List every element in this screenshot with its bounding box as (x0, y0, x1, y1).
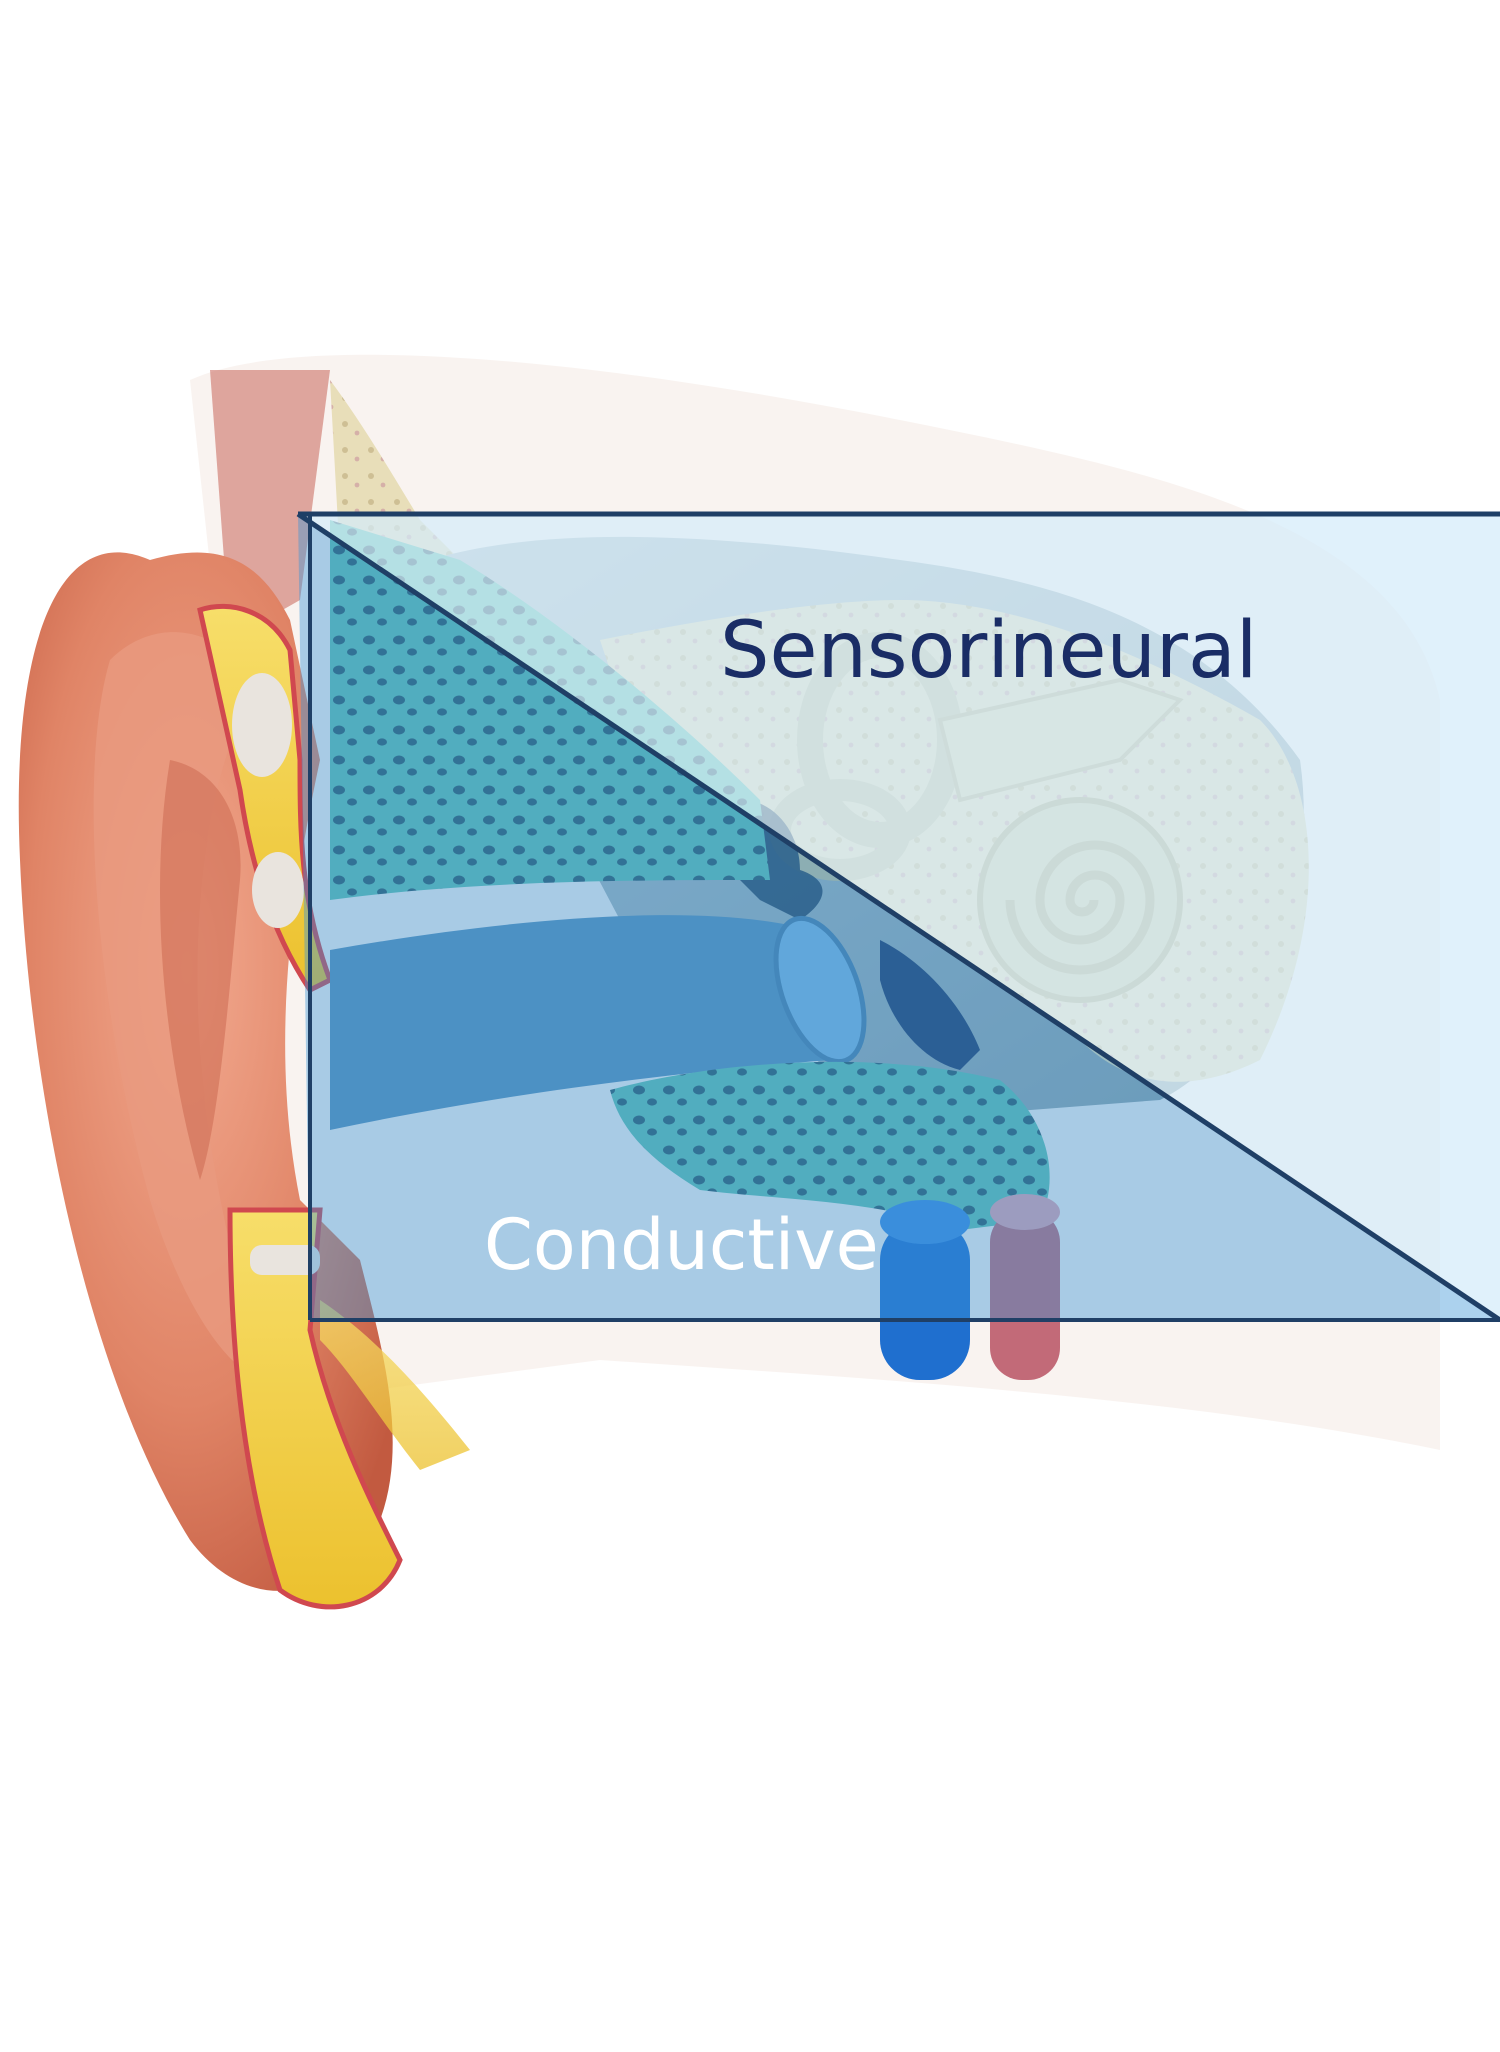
diagonal-divider (296, 511, 1500, 1323)
conductive-label: Conductive (484, 1204, 879, 1286)
sensorineural-label: Sensorineural (720, 606, 1258, 696)
lower-fat-layer (227, 1207, 403, 1610)
ear-canal-icon (330, 915, 830, 1130)
